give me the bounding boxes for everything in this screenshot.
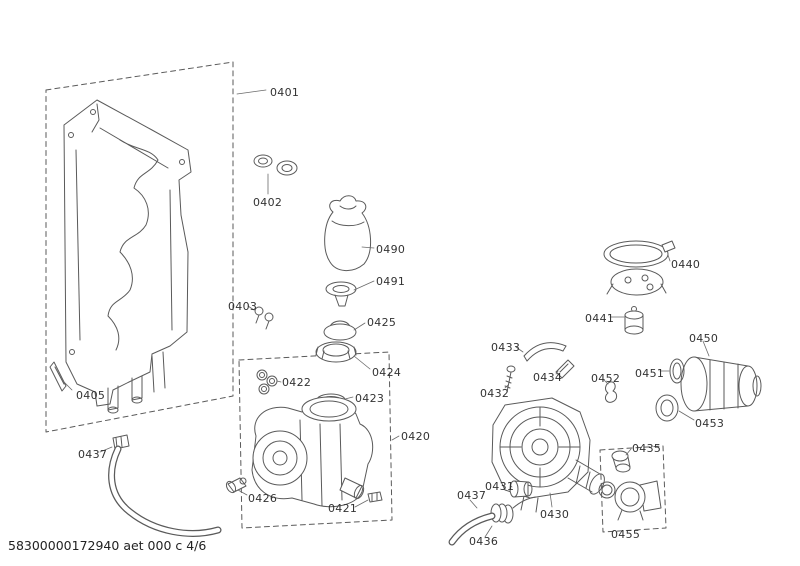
part-label-0440: 0440 xyxy=(671,258,701,271)
part-label-0426: 0426 xyxy=(248,492,278,505)
part-label-0432: 0432 xyxy=(480,387,510,400)
hose-bottom-drawing xyxy=(448,496,537,546)
part-label-0452: 0452 xyxy=(591,372,621,385)
part-label-0430: 0430 xyxy=(540,508,570,521)
part-label-0434: 0434 xyxy=(533,371,563,384)
part-label-0401: 0401 xyxy=(270,86,300,99)
part-label-0453: 0453 xyxy=(695,417,725,430)
screws-drawing xyxy=(254,306,274,330)
part-label-0436: 0436 xyxy=(469,535,499,548)
part-label-0403: 0403 xyxy=(228,300,258,313)
part-label-0423: 0423 xyxy=(355,392,385,405)
oring-motor-drawing xyxy=(669,358,685,384)
bracket-drawing xyxy=(49,361,67,392)
part-label-0420: 0420 xyxy=(401,430,431,443)
drain-pump-drawing xyxy=(614,480,662,521)
holder-drawing xyxy=(604,381,618,403)
funnel-drawing xyxy=(325,281,357,307)
cap-drawing xyxy=(323,320,357,341)
drain-hose-left-drawing xyxy=(108,434,222,537)
pump-assembly-drawing xyxy=(251,396,374,508)
part-label-0425: 0425 xyxy=(367,316,397,329)
fittings-drawing xyxy=(598,450,631,499)
part-label-0491: 0491 xyxy=(376,275,406,288)
fitting-drawing xyxy=(624,306,644,335)
part-label-0490: 0490 xyxy=(376,243,406,256)
motor-drawing xyxy=(680,356,762,412)
wedge-drawing xyxy=(555,359,575,379)
part-label-0451: 0451 xyxy=(635,367,665,380)
module-box-drain-pump xyxy=(599,445,667,533)
clamp-ring-drawing xyxy=(603,240,676,296)
document-number: 58300000172940 aet 000 c 4/6 xyxy=(8,538,207,553)
part-label-0422: 0422 xyxy=(282,376,312,389)
screw-drawing xyxy=(504,365,516,393)
part-label-0455: 0455 xyxy=(611,528,641,541)
part-label-0435: 0435 xyxy=(632,442,662,455)
seal-rings-drawing xyxy=(253,154,298,176)
part-label-0450: 0450 xyxy=(689,332,719,345)
valve-drawing xyxy=(225,477,247,494)
part-label-0405: 0405 xyxy=(76,389,106,402)
container-drawing xyxy=(324,195,371,271)
part-label-0433: 0433 xyxy=(491,341,521,354)
part-label-0421: 0421 xyxy=(328,502,358,515)
curved-rail-drawing xyxy=(523,342,567,362)
side-panel-drawing xyxy=(63,99,192,414)
leader-lines xyxy=(61,89,710,538)
module-box-side-panel xyxy=(45,61,234,433)
threaded-cap-drawing xyxy=(315,341,357,363)
sleeve-drawing xyxy=(509,480,533,498)
part-label-0431: 0431 xyxy=(485,480,515,493)
part-label-0402: 0402 xyxy=(253,196,283,209)
cap-motor-drawing xyxy=(655,394,679,422)
part-label-0424: 0424 xyxy=(372,366,402,379)
part-label-0437: 0437 xyxy=(78,448,108,461)
sump-assembly-drawing xyxy=(491,397,605,513)
clamp-small-drawing xyxy=(367,491,383,503)
part-label-0437: 0437 xyxy=(457,489,487,502)
part-label-0441: 0441 xyxy=(585,312,615,325)
